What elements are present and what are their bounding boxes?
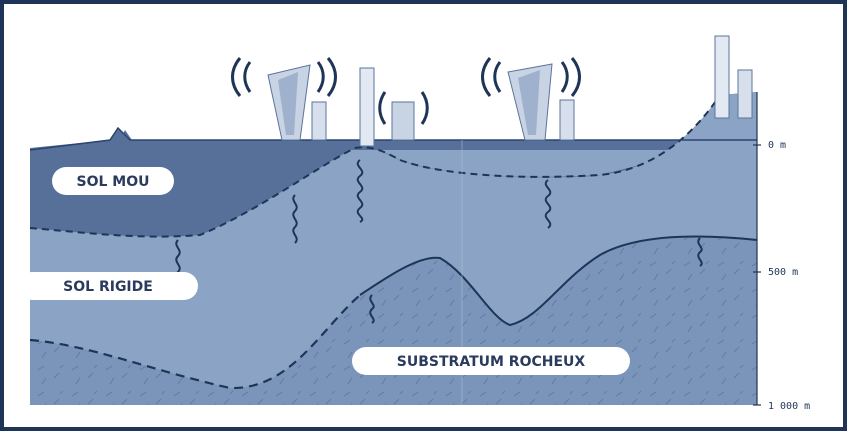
collapsing-building-icon [483, 58, 580, 140]
depth-label-bottom: 1 000 m [768, 401, 810, 412]
svg-text:SOL MOU: SOL MOU [77, 174, 150, 190]
bedrock-label: SUBSTRATUM ROCHEUX [352, 347, 630, 375]
svg-text:SOL RIGIDE: SOL RIGIDE [63, 279, 153, 295]
rigid-soil-label: SOL RIGIDE [18, 272, 198, 300]
soft-soil-label: SOL MOU [52, 167, 174, 195]
depth-label-middle: 500 m [768, 267, 798, 278]
standing-building-icon [312, 68, 414, 146]
depth-label-top: 0 m [768, 140, 786, 151]
svg-text:SUBSTRATUM ROCHEUX: SUBSTRATUM ROCHEUX [397, 354, 586, 370]
depth-scale: 0 m 500 m 1 000 m [753, 92, 810, 412]
